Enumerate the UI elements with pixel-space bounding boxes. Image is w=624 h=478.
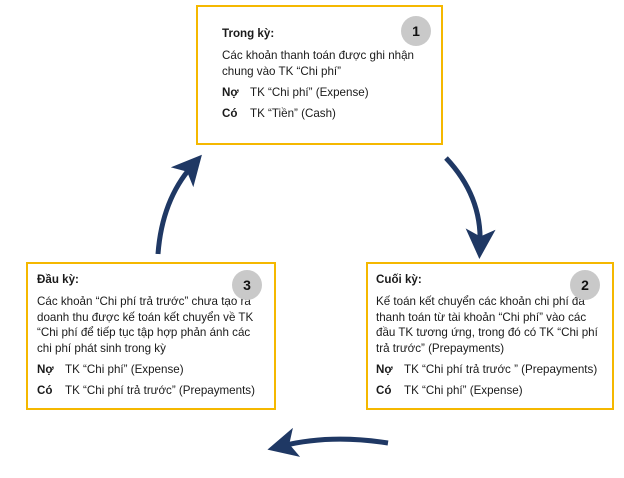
step-title: Đầu kỳ: <box>37 273 79 286</box>
credit-label: Có <box>37 384 53 397</box>
arrow-2-to-3 <box>267 427 389 457</box>
step-number-badge: 1 <box>401 16 431 46</box>
credit-entry: Có TK “Tiền” (Cash) <box>222 106 425 121</box>
debit-label: Nợ <box>376 363 393 376</box>
step-title: Trong kỳ: <box>222 27 275 40</box>
debit-entry: Nợ TK “Chi phí” (Expense) <box>37 362 264 377</box>
step-2-box: 2 Cuối kỳ: Kế toán kết chuyển các khoản … <box>366 262 614 410</box>
step-description: Kế toán kết chuyển các khoản chi phí đã … <box>376 295 598 355</box>
credit-label: Có <box>222 107 238 120</box>
debit-text: TK “Chi phí” (Expense) <box>65 363 184 376</box>
debit-label: Nợ <box>222 86 239 99</box>
arrow-1-to-2 <box>444 156 496 259</box>
credit-text: TK “Chi phí trả trước” (Prepayments) <box>65 384 255 397</box>
step-description: Các khoản thanh toán được ghi nhận chung… <box>222 49 414 78</box>
credit-text: TK “Tiền” (Cash) <box>250 107 336 120</box>
step-3-box: 3 Đầu kỳ: Các khoản “Chi phí trả trước” … <box>26 262 276 410</box>
debit-entry: Nợ TK “Chi phí trả trước ” (Prepayments) <box>376 362 604 377</box>
step-number-badge: 2 <box>570 270 600 300</box>
step-description: Các khoản “Chi phí trả trước” chưa tạo r… <box>37 295 254 355</box>
step-number-badge: 3 <box>232 270 262 300</box>
debit-entry: Nợ TK “Chi phí” (Expense) <box>222 85 425 100</box>
debit-text: TK “Chi phí” (Expense) <box>250 86 369 99</box>
credit-text: TK “Chi phí” (Expense) <box>404 384 523 397</box>
credit-entry: Có TK “Chi phí” (Expense) <box>376 383 604 398</box>
credit-entry: Có TK “Chi phí trả trước” (Prepayments) <box>37 383 264 398</box>
debit-text: TK “Chi phí trả trước ” (Prepayments) <box>404 363 598 376</box>
step-1-box: 1 Trong kỳ: Các khoản thanh toán được gh… <box>196 5 443 145</box>
credit-label: Có <box>376 384 392 397</box>
arrow-3-to-1 <box>155 154 202 255</box>
debit-label: Nợ <box>37 363 54 376</box>
step-title: Cuối kỳ: <box>376 273 422 286</box>
